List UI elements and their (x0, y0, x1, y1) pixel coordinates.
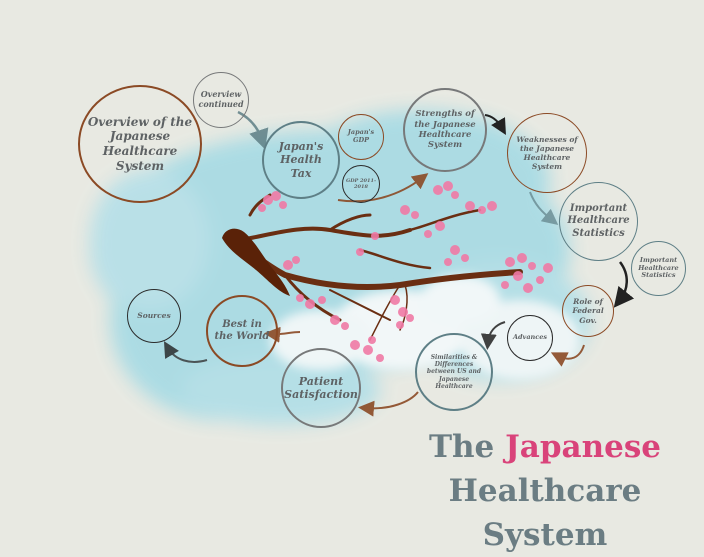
node-stats-main[interactable]: Important Healthcare Statistics (559, 182, 638, 261)
node-stats-sub-label: Important Healthcare Statistics (638, 255, 679, 280)
node-sources[interactable]: Sources (127, 289, 181, 343)
node-best[interactable]: Best in the World (206, 295, 278, 367)
node-gdp-years-label: GDP 2011-2018 (345, 177, 377, 190)
node-overview-label: Overview of the Japanese Healthcare Syst… (87, 114, 193, 173)
node-overview[interactable]: Overview of the Japanese Healthcare Syst… (78, 85, 202, 203)
node-similarities-label: Similarities & Differences between US an… (426, 353, 482, 390)
node-weaknesses-label: Weaknesses of the Japanese Healthcare Sy… (516, 134, 578, 172)
node-patient-label: Patient Satisfaction (284, 374, 358, 401)
node-sources-label: Sources (137, 311, 171, 321)
title-word-japanese: Japanese (505, 429, 662, 465)
node-overview-continued-label: Overview continued (198, 89, 244, 109)
node-gdp[interactable]: Japan's GDP (338, 114, 384, 160)
node-similarities[interactable]: Similarities & Differences between US an… (415, 333, 493, 411)
node-strengths-label: Strengths of the Japanese Healthcare Sys… (414, 109, 476, 151)
node-patient[interactable]: Patient Satisfaction (281, 348, 361, 428)
node-stats-sub[interactable]: Important Healthcare Statistics (631, 241, 686, 296)
title-line-1: The Japanese (400, 425, 690, 469)
presentation-title: The Japanese Healthcare System (400, 425, 690, 557)
node-gdp-years[interactable]: GDP 2011-2018 (342, 165, 380, 203)
presentation-canvas: Overview of the Japanese Healthcare Syst… (78, 72, 686, 553)
node-federal-label: Role of Federal Gov. (572, 297, 604, 325)
title-word-the: The (428, 429, 495, 465)
node-overview-continued[interactable]: Overview continued (193, 72, 249, 128)
title-line-2: Healthcare System (448, 473, 642, 553)
blossoms (258, 181, 553, 362)
node-stats-main-label: Important Healthcare Statistics (567, 203, 630, 239)
cherry-blossom-branch (222, 181, 553, 362)
node-weaknesses[interactable]: Weaknesses of the Japanese Healthcare Sy… (507, 113, 587, 193)
node-health-tax-label: Japan's Health Tax (278, 139, 324, 180)
node-federal[interactable]: Role of Federal Gov. (562, 285, 614, 337)
node-advances[interactable]: Advances (507, 315, 553, 361)
node-best-label: Best in the World (214, 318, 270, 342)
node-strengths[interactable]: Strengths of the Japanese Healthcare Sys… (403, 88, 487, 172)
node-advances-label: Advances (512, 333, 548, 342)
node-health-tax[interactable]: Japan's Health Tax (262, 121, 340, 199)
node-gdp-label: Japan's GDP (347, 128, 375, 144)
